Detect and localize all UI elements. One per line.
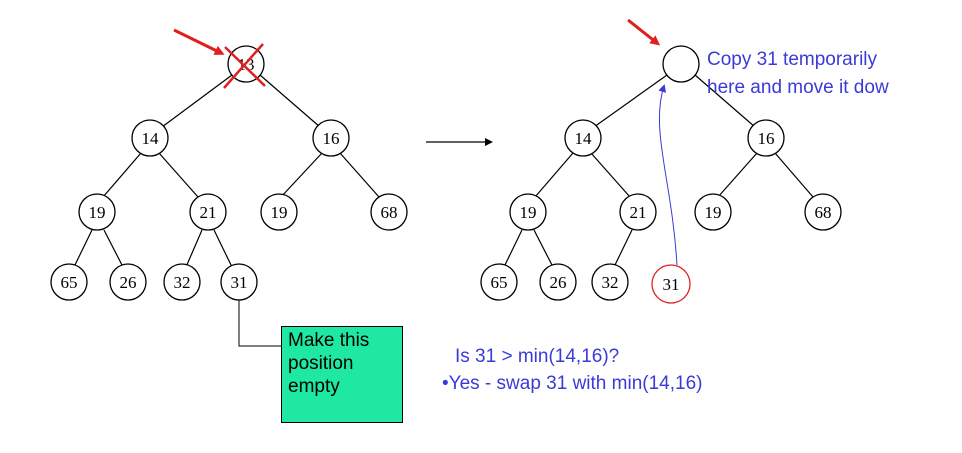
note-top-line-2: here and move it dow bbox=[707, 77, 889, 98]
left-node-19b: 19 bbox=[260, 193, 298, 231]
left-node-14: 14 bbox=[131, 119, 169, 157]
left-node-21: 21 bbox=[189, 193, 227, 231]
note-bottom-line-2: •Yes - swap 31 with min(14,16) bbox=[442, 373, 703, 394]
node-label: 16 bbox=[758, 129, 775, 148]
callout-line-2: position bbox=[288, 353, 354, 374]
node-label: 14 bbox=[142, 129, 160, 148]
left-node-26: 26 bbox=[109, 263, 147, 301]
node-label: 65 bbox=[491, 273, 508, 292]
node-label: 32 bbox=[174, 273, 191, 292]
left-node-31: 31 bbox=[220, 263, 258, 301]
node-label: 68 bbox=[815, 203, 832, 222]
node-label: 16 bbox=[323, 129, 340, 148]
right-node-68: 68 bbox=[804, 193, 842, 231]
right-root-node-empty bbox=[662, 45, 700, 83]
node-label: 26 bbox=[550, 273, 567, 292]
right-tree-nodes: 14 16 19 21 19 68 65 26 bbox=[480, 45, 842, 304]
right-root-pointer-arrow bbox=[627, 18, 661, 46]
note-top-line-1: Copy 31 temporarily bbox=[707, 49, 878, 70]
left-root-pointer-arrow bbox=[173, 28, 225, 55]
node-label: 21 bbox=[630, 203, 647, 222]
node-label: 32 bbox=[602, 273, 619, 292]
right-node-19b: 19 bbox=[694, 193, 732, 231]
callout-box: Make this position empty bbox=[281, 326, 403, 423]
right-node-21: 21 bbox=[619, 193, 657, 231]
left-node-19a: 19 bbox=[78, 193, 116, 231]
left-node-65: 65 bbox=[50, 263, 88, 301]
right-node-14: 14 bbox=[564, 119, 602, 157]
move-up-curve-arrow bbox=[658, 84, 678, 266]
node-label: 68 bbox=[381, 203, 398, 222]
right-node-19a: 19 bbox=[509, 193, 547, 231]
node-label: 19 bbox=[520, 203, 537, 222]
right-node-32: 32 bbox=[591, 263, 629, 301]
left-node-32: 32 bbox=[163, 263, 201, 301]
node-label: 31 bbox=[231, 273, 248, 292]
node-label: 65 bbox=[61, 273, 78, 292]
note-bottom-line-1: Is 31 > min(14,16)? bbox=[455, 346, 620, 367]
right-node-65: 65 bbox=[480, 263, 518, 301]
left-node-68: 68 bbox=[370, 193, 408, 231]
delete-cross-icon bbox=[223, 43, 266, 89]
node-label: 19 bbox=[705, 203, 722, 222]
callout-line-3: empty bbox=[288, 376, 340, 397]
moved-node-label: 31 bbox=[663, 275, 680, 294]
right-node-16: 16 bbox=[747, 119, 785, 157]
right-tree-edges bbox=[503, 74, 814, 268]
left-node-16: 16 bbox=[312, 119, 350, 157]
node-label: 14 bbox=[575, 129, 593, 148]
left-tree-edges bbox=[73, 74, 380, 268]
node-label: 26 bbox=[120, 273, 137, 292]
right-node-31-moved: 31 bbox=[651, 264, 691, 304]
callout-line-1: Make this bbox=[288, 330, 370, 351]
node-label: 19 bbox=[89, 203, 106, 222]
node-label: 19 bbox=[271, 203, 288, 222]
node-label: 21 bbox=[200, 203, 217, 222]
right-node-26: 26 bbox=[539, 263, 577, 301]
callout-connector bbox=[238, 300, 283, 347]
